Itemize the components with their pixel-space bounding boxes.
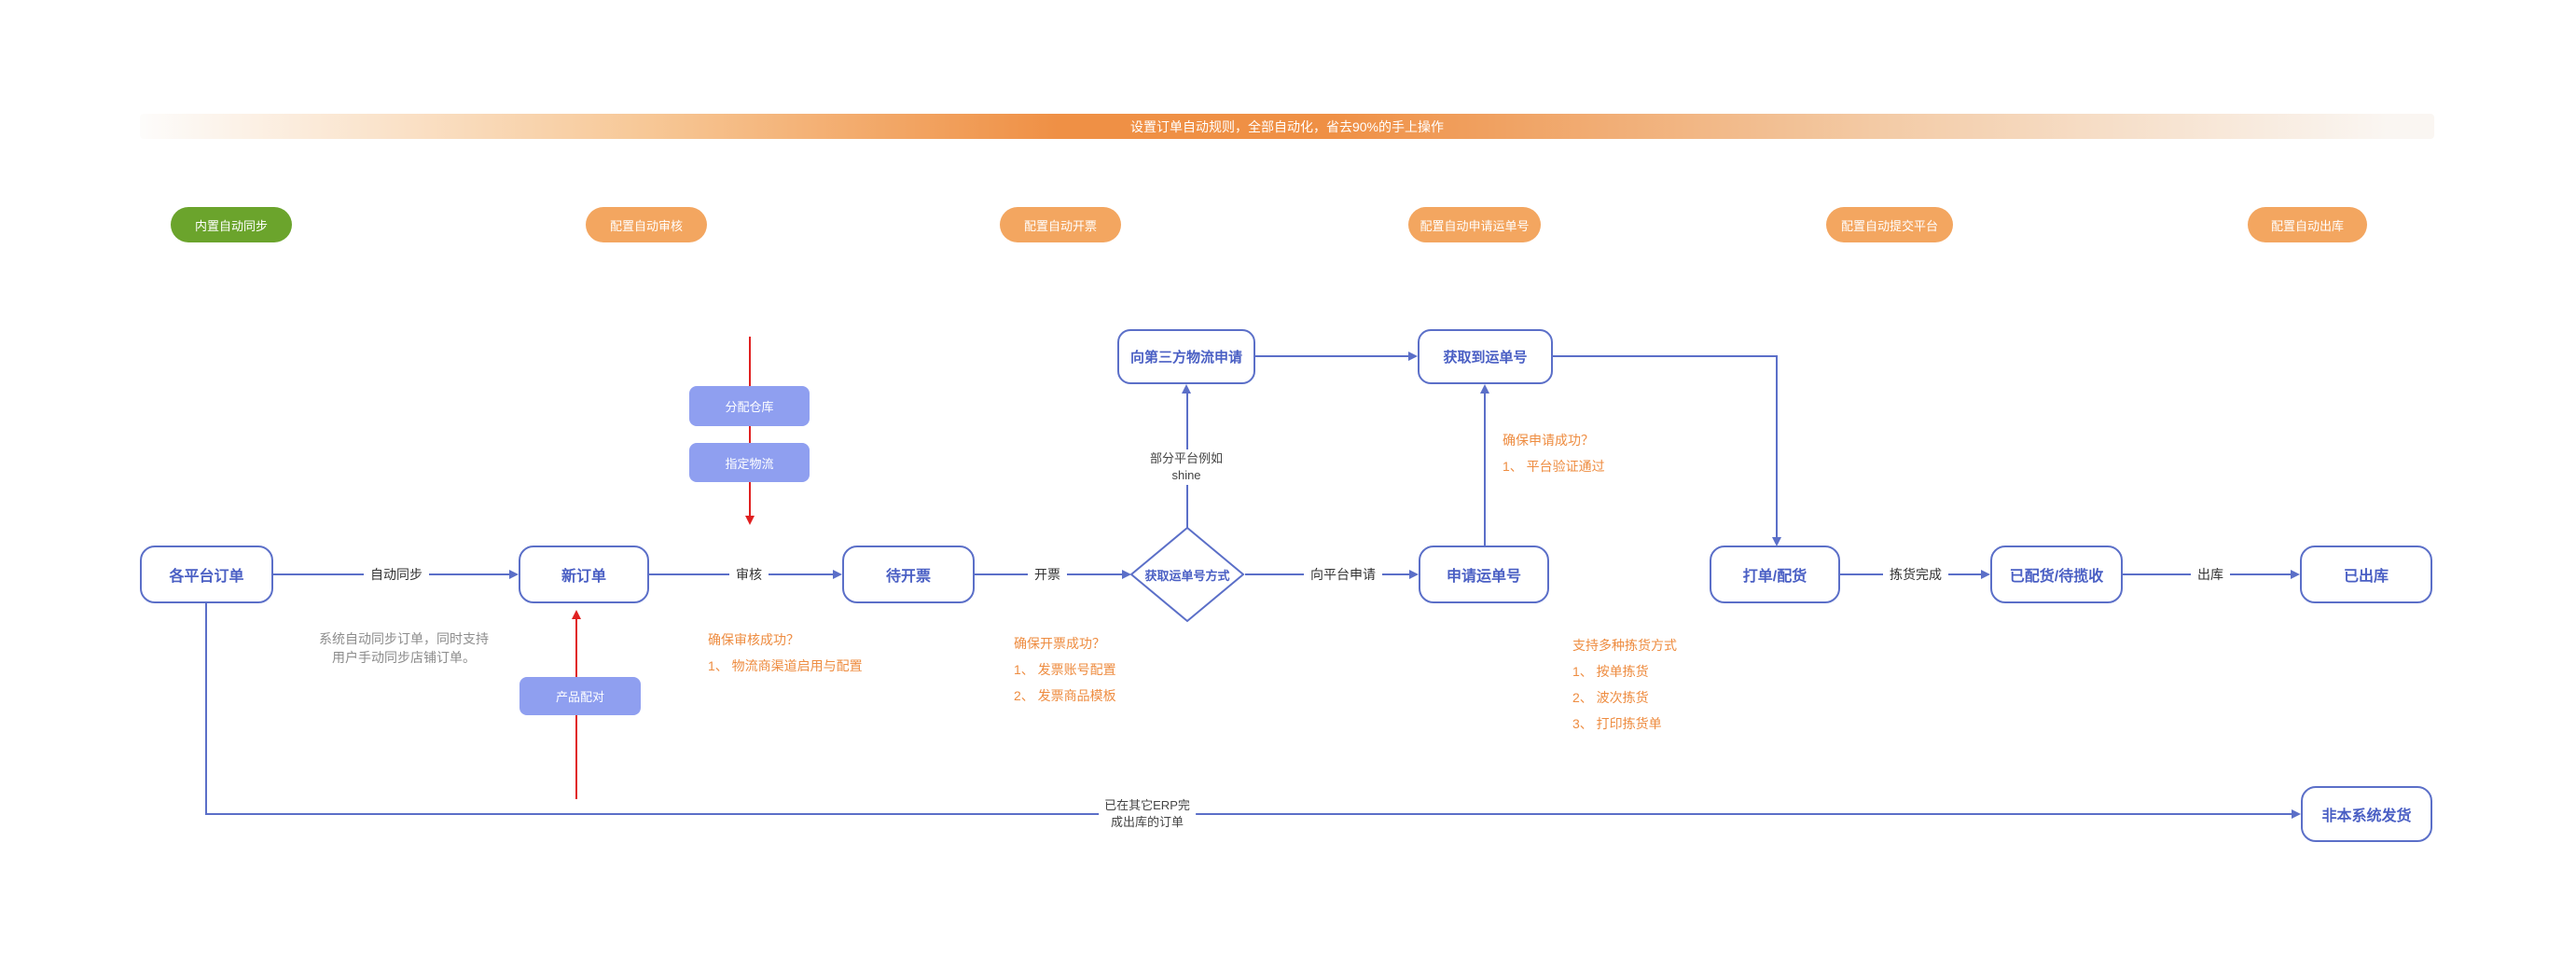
- edge-label-erp-orders: 已在其它ERP完 成出库的订单: [1099, 796, 1196, 832]
- note-line: 2、 波次拣货: [1572, 690, 1649, 705]
- edge-label-apply-platform: 向平台申请: [1304, 564, 1382, 585]
- node-allocated-pickup: 已配货/待揽收: [1990, 546, 2123, 603]
- edge-label-auto-sync: 自动同步: [364, 564, 429, 585]
- pill-label: 配置自动提交平台: [1840, 218, 1938, 233]
- node-waybill-method-label: 获取运单号方式: [1129, 526, 1245, 623]
- edge-received-elbow-vertical: [1776, 355, 1778, 537]
- edge-label-line: 部分平台例如: [1149, 451, 1224, 465]
- red-arrowhead-down-icon: [745, 516, 755, 525]
- pill-label: 内置自动同步: [194, 218, 268, 233]
- edge-label-line: 已在其它ERP完: [1104, 798, 1190, 812]
- edge-label-invoice: 开票: [1028, 564, 1067, 585]
- node-label: 申请运单号: [1446, 569, 1521, 585]
- edge-applywaybill-to-received: [1484, 393, 1486, 546]
- red-line-warehouse-logistics: [749, 337, 751, 516]
- edge-label-audit: 审核: [729, 564, 769, 585]
- node-apply-waybill: 申请运单号: [1419, 546, 1549, 603]
- note-line: 2、 发票商品模板: [1014, 688, 1116, 703]
- note-apply-check: 确保申请成功？ 1、 平台验证通过: [1503, 427, 1605, 479]
- node-label: 向第三方物流申请: [1129, 350, 1242, 366]
- node-label: 已配货/待揽收: [2009, 569, 2104, 585]
- pill-label: 配置自动审核: [609, 218, 683, 233]
- edge-label-outbound: 出库: [2191, 564, 2230, 585]
- node-label: 新订单: [561, 569, 606, 585]
- note-line: 1、 物流商渠道启用与配置: [708, 658, 863, 673]
- pill-config-auto-invoice[interactable]: 配置自动开票: [1000, 207, 1121, 242]
- edge-bottom-bypass: [205, 813, 2293, 815]
- note-audit-check: 确保审核成功？ 1、 物流商渠道启用与配置: [708, 627, 863, 679]
- edge-label-line: shine: [1171, 468, 1201, 482]
- note-line: 确保申请成功？: [1503, 433, 1594, 448]
- pill-label: 配置自动申请运单号: [1420, 218, 1530, 233]
- note-line: 1、 按单拣货: [1572, 664, 1649, 679]
- node-platform-orders: 各平台订单: [140, 546, 273, 603]
- arrowhead-right-icon: [509, 570, 519, 579]
- note-line: 1、 发票账号配置: [1014, 662, 1116, 677]
- arrowhead-right-icon: [2291, 570, 2300, 579]
- action-assign-logistics: 指定物流: [689, 443, 810, 482]
- note-line: 1、 平台验证通过: [1503, 459, 1605, 474]
- pill-label: 配置自动出库: [2270, 218, 2344, 233]
- node-new-order: 新订单: [519, 546, 649, 603]
- arrowhead-up-icon: [1480, 384, 1489, 394]
- note-sync: 系统自动同步订单，同时支持 用户手动同步店铺订单。: [319, 629, 489, 667]
- arrowhead-right-icon: [1409, 570, 1419, 579]
- pill-config-auto-submit[interactable]: 配置自动提交平台: [1826, 207, 1953, 242]
- arrowhead-down-icon: [1772, 537, 1781, 546]
- note-line: 系统自动同步订单，同时支持: [319, 631, 489, 646]
- diamond-shape: [1129, 526, 1245, 623]
- edge-label-partial-platform: 部分平台例如 shine: [1143, 449, 1229, 485]
- red-arrowhead-up-icon: [572, 610, 581, 619]
- node-label: 各平台订单: [169, 569, 244, 585]
- note-invoice-check: 确保开票成功？ 1、 发票账号配置 2、 发票商品模板: [1014, 630, 1116, 709]
- banner-text: 设置订单自动规则，全部自动化，省去90%的手上操作: [1129, 118, 1445, 134]
- action-product-match: 产品配对: [519, 677, 641, 715]
- node-print-allocate: 打单/配货: [1710, 546, 1840, 603]
- note-line: 3、 打印拣货单: [1572, 716, 1662, 731]
- arrowhead-right-icon: [833, 570, 842, 579]
- edge-thirdparty-to-received: [1255, 355, 1409, 357]
- arrowhead-right-icon: [2292, 809, 2301, 819]
- note-line: 用户手动同步店铺订单。: [332, 650, 476, 665]
- node-waybill-method-diamond: [1129, 526, 1245, 623]
- node-label: 非本系统发货: [2321, 808, 2412, 824]
- node-third-party-apply: 向第三方物流申请: [1117, 329, 1255, 384]
- arrowhead-up-icon: [1182, 384, 1191, 394]
- top-banner: 设置订单自动规则，全部自动化，省去90%的手上操作: [140, 114, 2434, 139]
- edge-label-pick-done: 拣货完成: [1883, 564, 1948, 585]
- arrowhead-right-icon: [1981, 570, 1990, 579]
- action-label: 指定物流: [725, 456, 774, 471]
- note-line: 确保开票成功？: [1014, 636, 1105, 651]
- node-shipped: 已出库: [2300, 546, 2432, 603]
- note-line: 支持多种拣货方式: [1572, 638, 1677, 653]
- arrowhead-right-icon: [1408, 352, 1418, 361]
- note-pick-methods: 支持多种拣货方式 1、 按单拣货 2、 波次拣货 3、 打印拣货单: [1572, 632, 1677, 737]
- node-label: 获取到运单号: [1443, 350, 1528, 366]
- node-label: 获取运单号方式: [1144, 568, 1230, 583]
- edge-label-line: 成出库的订单: [1110, 815, 1184, 829]
- pill-config-auto-audit[interactable]: 配置自动审核: [586, 207, 707, 242]
- edge-received-elbow-horizontal: [1553, 355, 1778, 357]
- node-pending-invoice: 待开票: [842, 546, 975, 603]
- action-label: 产品配对: [555, 690, 604, 704]
- pill-label: 配置自动开票: [1023, 218, 1097, 233]
- node-waybill-received: 获取到运单号: [1418, 329, 1553, 384]
- node-non-system-ship: 非本系统发货: [2301, 786, 2432, 842]
- pill-config-auto-outbound[interactable]: 配置自动出库: [2248, 207, 2367, 242]
- arrowhead-right-icon: [1122, 570, 1131, 579]
- action-assign-warehouse: 分配仓库: [689, 386, 810, 426]
- note-line: 确保审核成功？: [708, 632, 799, 647]
- pill-builtin-auto-sync[interactable]: 内置自动同步: [171, 207, 292, 242]
- action-label: 分配仓库: [725, 400, 774, 414]
- edge-platform-down: [205, 603, 207, 814]
- node-label: 打单/配货: [1742, 569, 1807, 585]
- node-label: 已出库: [2343, 569, 2389, 585]
- pill-config-auto-waybill[interactable]: 配置自动申请运单号: [1408, 207, 1541, 242]
- node-label: 待开票: [885, 569, 931, 585]
